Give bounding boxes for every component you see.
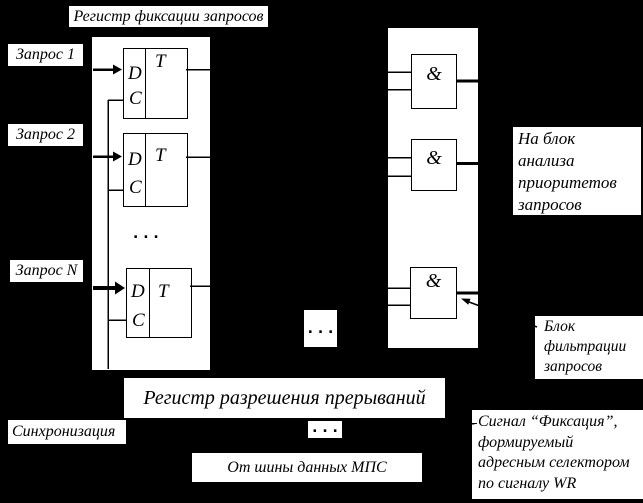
d-flip-flop-n: D C T bbox=[126, 268, 192, 338]
flip-flop-ellipsis: . . . bbox=[133, 226, 159, 242]
d-flip-flop-1: D C T bbox=[123, 48, 188, 119]
request-1-label: Запрос 1 bbox=[8, 44, 83, 66]
synchronization-label: Синхронизация bbox=[8, 420, 126, 444]
d-input-label: D bbox=[131, 281, 145, 302]
t-trigger-label: T bbox=[158, 281, 169, 302]
data-bus-label: От шины данных МПС bbox=[192, 453, 422, 482]
and-gate-1: & bbox=[411, 54, 457, 109]
enable-register-ellipsis: . . . bbox=[308, 421, 342, 438]
and-symbol: & bbox=[425, 270, 442, 292]
and-gate-n: & bbox=[410, 267, 457, 319]
request-n-label: Запрос N bbox=[10, 260, 83, 282]
dff-input-cell bbox=[124, 49, 146, 118]
fixation-signal-note: Сигнал “Фиксация”, формируемый адресным … bbox=[472, 410, 643, 499]
c-input-label: C bbox=[132, 310, 145, 331]
request-2-label: Запрос 2 bbox=[8, 124, 83, 146]
d-flip-flop-2: D C T bbox=[123, 133, 188, 207]
c-input-label: C bbox=[129, 88, 142, 109]
middle-ellipsis: . . . bbox=[304, 310, 337, 347]
d-input-label: D bbox=[128, 63, 142, 84]
enable-register-title: Регистр разрешения прерываний bbox=[124, 378, 445, 418]
and-symbol: & bbox=[426, 63, 442, 85]
d-input-label: D bbox=[128, 149, 142, 170]
fixation-register-title: Регистр фиксации запросов bbox=[68, 5, 269, 28]
priority-analysis-note: На блок анализа приоритетов запросов bbox=[512, 126, 642, 216]
dff-input-cell bbox=[127, 269, 150, 337]
dff-input-cell bbox=[124, 134, 146, 206]
c-input-label: C bbox=[129, 177, 142, 198]
t-trigger-label: T bbox=[155, 51, 166, 72]
and-gate-2: & bbox=[411, 139, 457, 191]
filter-pointer-line bbox=[468, 301, 538, 328]
filter-block-note: Блок фильтрации запросов bbox=[535, 316, 643, 379]
and-symbol: & bbox=[426, 147, 442, 169]
t-trigger-label: T bbox=[155, 145, 166, 166]
